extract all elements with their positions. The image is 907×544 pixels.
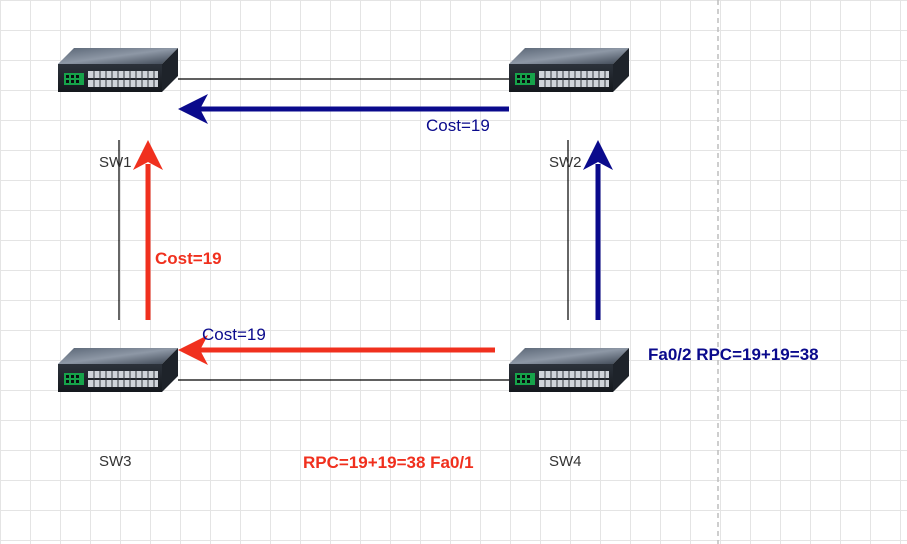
cost-label-sw2-sw1: Cost=19 [426, 116, 490, 135]
arrow-sw4-to-sw2 [583, 140, 613, 320]
arrow-sw2-to-sw1 [178, 94, 509, 124]
sw1-label: SW1 [99, 154, 132, 171]
sw2-label: SW2 [549, 154, 582, 171]
rpc-label-fa02: Fa0/2 RPC=19+19=38 [648, 345, 819, 364]
rpc-label-fa01: RPC=19+19=38 Fa0/1 [303, 453, 474, 472]
cost-label-sw3-sw1: Cost=19 [155, 249, 222, 268]
arrow-sw3-to-sw1 [133, 140, 163, 320]
sw3-label: SW3 [99, 453, 132, 470]
cost-label-sw4-sw3: Cost=19 [202, 325, 266, 344]
switch-sw4-icon[interactable] [508, 347, 630, 393]
switch-sw2-icon[interactable] [508, 47, 630, 93]
sw4-label: SW4 [549, 453, 582, 470]
switch-sw3-icon[interactable] [57, 347, 179, 393]
switch-sw1-icon[interactable] [57, 47, 179, 93]
arrow-sw4-to-sw3 [178, 335, 495, 365]
